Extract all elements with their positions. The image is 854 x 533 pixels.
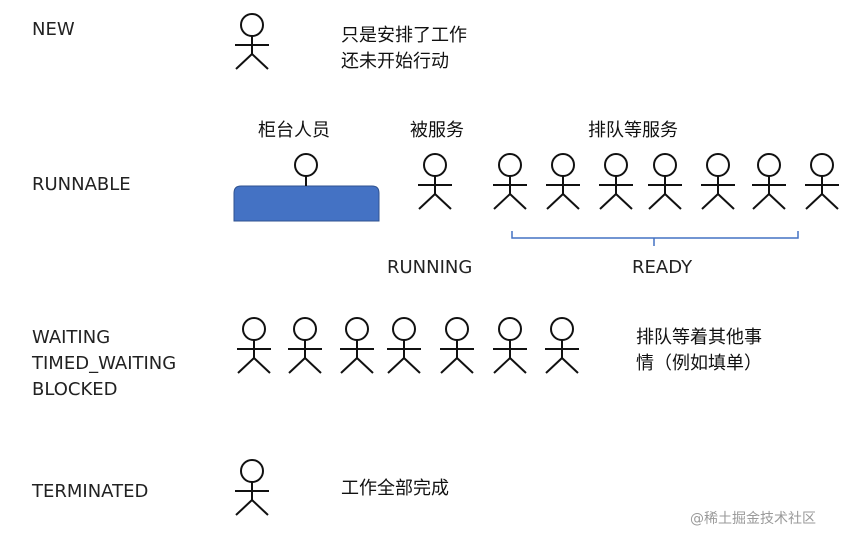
person-icon-terminated (235, 459, 269, 516)
state-terminated: TERMINATED (32, 481, 149, 502)
person-icon-waiting (288, 317, 322, 374)
state-waiting: WAITING (32, 327, 111, 348)
person-icon-ready (701, 153, 735, 210)
note-new-line1: 只是安排了工作 (341, 25, 467, 46)
note-new-line2: 还未开始行动 (341, 51, 449, 72)
note-terminated: 工作全部完成 (341, 478, 449, 499)
person-icon-running (418, 153, 452, 210)
person-icon-waiting (387, 317, 421, 374)
person-icon-waiting (340, 317, 374, 374)
person-icon-ready (752, 153, 786, 210)
person-icon-waiting (237, 317, 271, 374)
person-icon-ready (805, 153, 839, 210)
person-icon-new (235, 13, 269, 70)
label-ready: READY (632, 257, 693, 278)
ready-brace (511, 231, 799, 246)
watermark: @稀土掘金技术社区 (690, 511, 816, 527)
label-running: RUNNING (387, 257, 473, 278)
person-icon-ready (599, 153, 633, 210)
label-being-served: 被服务 (410, 120, 464, 141)
counter-desk (233, 185, 380, 222)
person-icon-counter-staff (294, 153, 318, 186)
note-waiting-line1: 排队等着其他事 (636, 327, 762, 348)
state-timed-waiting: TIMED_WAITING (32, 353, 177, 374)
person-icon-waiting (493, 317, 527, 374)
label-counter-staff: 柜台人员 (258, 120, 330, 141)
state-blocked: BLOCKED (32, 379, 118, 400)
note-waiting-line2: 情（例如填单） (636, 353, 762, 374)
person-icon-ready (493, 153, 527, 210)
label-queue-for-service: 排队等服务 (588, 120, 678, 141)
person-icon-ready (546, 153, 580, 210)
person-icon-waiting (440, 317, 474, 374)
state-runnable: RUNNABLE (32, 174, 131, 195)
person-icon-ready (648, 153, 682, 210)
state-new: NEW (32, 19, 75, 40)
person-icon-waiting (545, 317, 579, 374)
